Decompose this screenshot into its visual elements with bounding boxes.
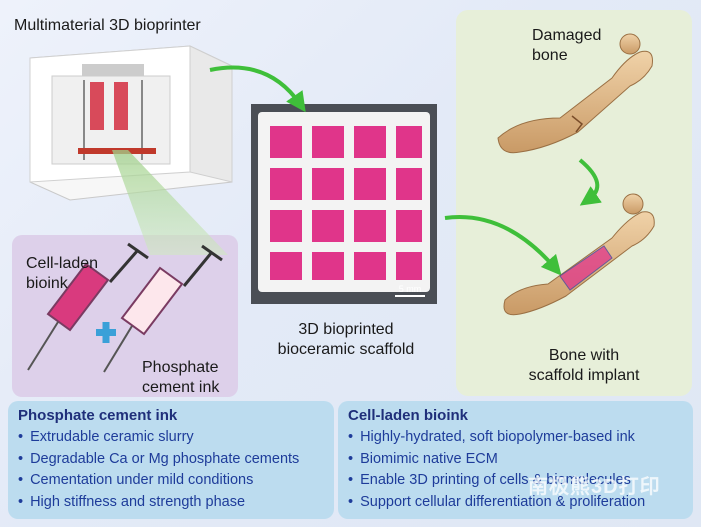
phosphate-info-box: Phosphate cement ink Extrudable ceramic … xyxy=(8,401,334,519)
list-item: Degradable Ca or Mg phosphate cements xyxy=(18,449,324,471)
list-item: Support cellular differentiation & proli… xyxy=(348,492,683,514)
phosphate-info-list: Extrudable ceramic slurry Degradable Ca … xyxy=(18,427,324,513)
bioink-info-box: Cell-laden bioink Highly-hydrated, soft … xyxy=(338,401,693,519)
list-item: Enable 3D printing of cells & biomolecul… xyxy=(348,470,683,492)
bone-implant-label-line2: scaffold implant xyxy=(529,367,640,384)
damaged-bone-label-line2: bone xyxy=(532,47,568,64)
list-item: Extrudable ceramic slurry xyxy=(18,427,324,449)
printer-beam xyxy=(112,150,228,255)
list-item: High stiffness and strength phase xyxy=(18,492,324,514)
bioink-syringe xyxy=(27,242,149,371)
list-item: Cementation under mild conditions xyxy=(18,470,324,492)
bone-implant-label-line1: Bone with xyxy=(549,347,619,364)
arrow-scaffold-to-bone xyxy=(444,215,562,276)
arrow-damaged-to-repaired xyxy=(578,158,602,206)
damaged-bone-label-line1: Damaged xyxy=(532,27,601,44)
phosphate-syringe xyxy=(103,244,223,373)
bioink-info-title: Cell-laden bioink xyxy=(348,407,469,424)
cell-bioink-label-line2: bioink xyxy=(26,275,69,292)
list-item: Highly-hydrated, soft biopolymer-based i… xyxy=(348,427,683,449)
illustration: Multimaterial 3D bioprinter Damaged bone… xyxy=(14,17,655,396)
phosphate-ink-label-line2: cement ink xyxy=(142,379,220,396)
scale-bar-label: 5 mm xyxy=(399,284,422,294)
bioprinter xyxy=(29,45,233,201)
watermark: 南极熊3D打印 xyxy=(528,476,661,498)
list-item: Biomimic native ECM xyxy=(348,449,683,471)
scaffold-label-line2: bioceramic scaffold xyxy=(278,341,415,358)
phosphate-ink-label-line1: Phosphate xyxy=(142,359,219,376)
plus-icon xyxy=(96,322,116,343)
printer-label: Multimaterial 3D bioprinter xyxy=(14,17,201,34)
bioink-info-list: Highly-hydrated, soft biopolymer-based i… xyxy=(348,427,683,513)
phosphate-info-title: Phosphate cement ink xyxy=(18,407,178,424)
repaired-bone xyxy=(503,193,655,316)
cell-bioink-label-line1: Cell-laden xyxy=(26,255,98,272)
arrow-printer-to-scaffold xyxy=(209,65,306,113)
damaged-bone xyxy=(497,33,653,154)
bone-panel xyxy=(456,10,692,396)
scaffold-label-line1: 3D bioprinted xyxy=(298,321,393,338)
scaffold-image xyxy=(251,104,437,304)
